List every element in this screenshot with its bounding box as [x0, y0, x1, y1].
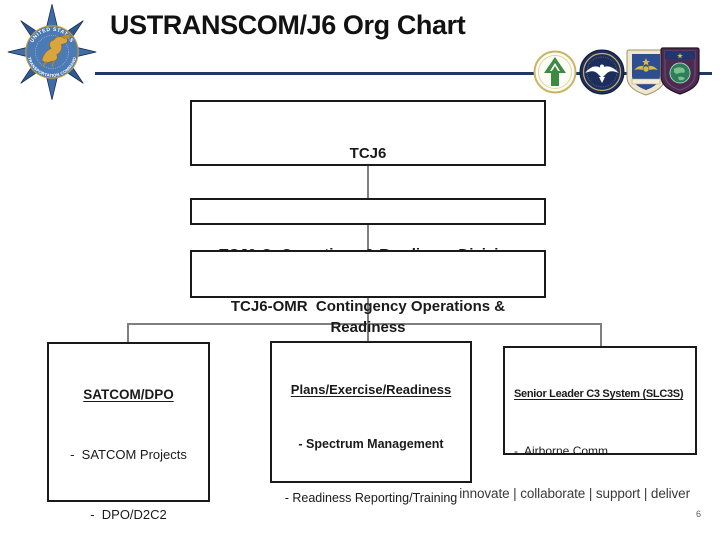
list-item: - SATCOM Projects — [70, 447, 187, 462]
globe-icon — [669, 62, 691, 84]
org-box-tcj6-omr-line1: TCJ6-OMR Contingency Operations & Readin… — [230, 298, 510, 336]
jecc-shield-icon — [660, 47, 700, 95]
org-box-satcom-dpo: SATCOM/DPO - SATCOM Projects - DPO/D2C2 … — [47, 342, 210, 522]
connector-drop-right — [600, 323, 602, 347]
griffin-icon — [41, 34, 72, 68]
org-box-tcj6-line1: TCJ6 — [349, 145, 387, 162]
ustranscom-seal-icon: UNITED STATES TRANSPORTATION COMMAND — [7, 4, 97, 100]
amc-shield-icon — [626, 49, 666, 96]
connector-division-branch — [367, 225, 369, 251]
connector-root-division — [367, 166, 369, 199]
msc-seal-icon — [579, 49, 625, 95]
org-box-tcj6-o: TCJ6-O Operations & Readiness Division — [190, 198, 546, 263]
title-divider — [95, 72, 712, 75]
list-item: - DPO/D2C2 — [90, 507, 167, 522]
eagle-icon — [585, 64, 619, 83]
org-box-satcom-dpo-title: SATCOM/DPO — [83, 387, 174, 402]
org-box-slc3s-title: Senior Leader C3 System (SLC3S) — [514, 388, 684, 400]
list-item: - Readiness Reporting/Training — [284, 491, 458, 505]
connector-branch-children — [367, 298, 369, 342]
footer-tagline: innovate | collaborate | support | deliv… — [459, 486, 690, 501]
wings-icon — [634, 58, 658, 73]
list-item: - Spectrum Management — [298, 437, 444, 451]
org-box-plans-exercise-readiness: Plans/Exercise/Readiness - Spectrum Mana… — [270, 341, 472, 505]
org-box-plans-title: Plans/Exercise/Readiness — [290, 382, 452, 397]
page-number: 6 — [695, 509, 701, 519]
org-box-slc3s: Senior Leader C3 System (SLC3S) - Airbor… — [503, 346, 697, 458]
page-title: USTRANSCOM/J6 Org Chart — [110, 10, 466, 40]
list-item: - Airborne Comm — [514, 444, 609, 458]
org-box-tcj6-omr: TCJ6-OMR Contingency Operations & Readin… — [190, 250, 546, 399]
connector-drop-left — [127, 323, 129, 343]
connector-horizontal-bus — [127, 323, 601, 325]
sddc-seal-icon — [533, 50, 577, 94]
org-box-tcj6: TCJ6 Command Control, Communications & C… — [190, 100, 546, 282]
